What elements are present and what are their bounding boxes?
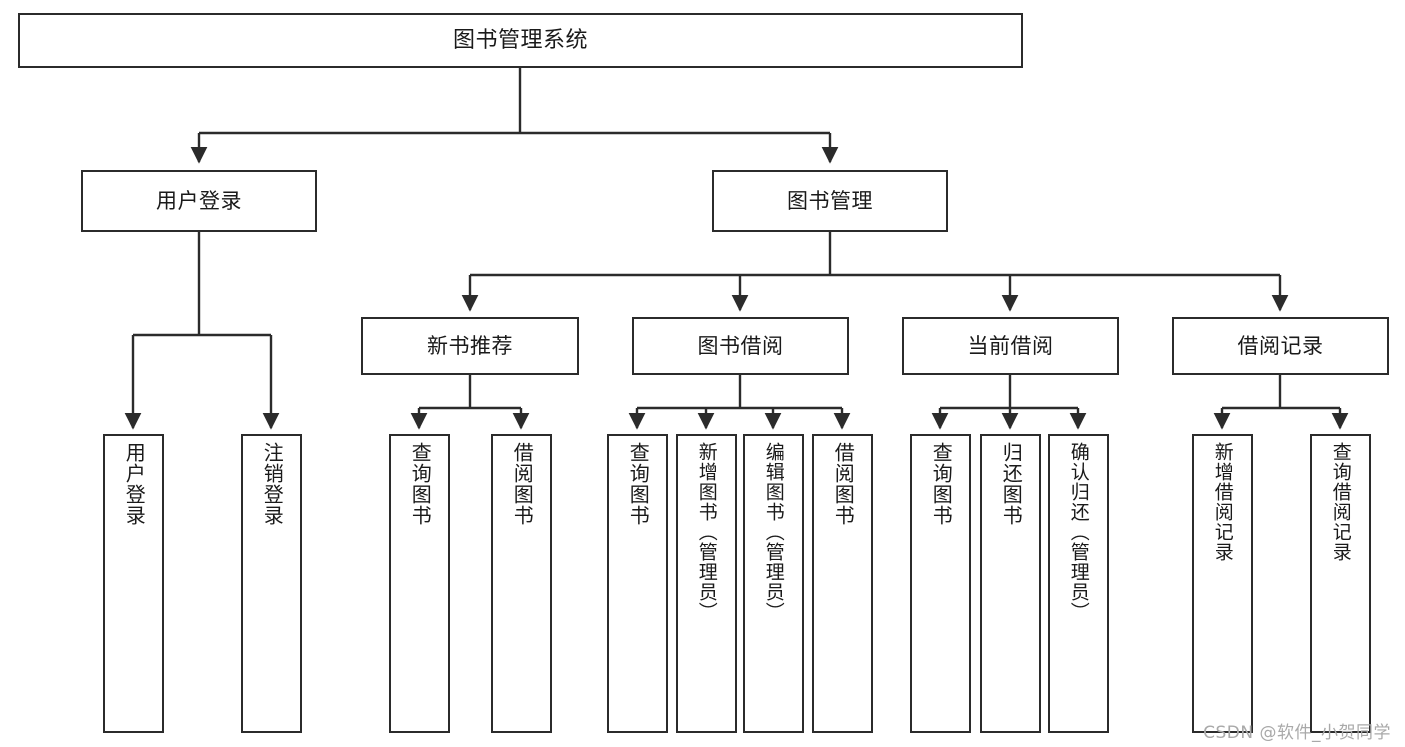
leaf-edit-book-admin[interactable]: 编辑图书（管理员） (743, 434, 804, 733)
node-label: 归还图书 (999, 442, 1024, 526)
node-new-book-recommend[interactable]: 新书推荐 (361, 317, 579, 375)
leaf-borrow-book[interactable]: 借阅图书 (812, 434, 873, 733)
leaf-user-login[interactable]: 用户登录 (103, 434, 164, 733)
node-user-login[interactable]: 用户登录 (81, 170, 317, 232)
node-label: 新书推荐 (427, 333, 513, 358)
node-label: 查询借阅记录 (1329, 442, 1352, 562)
node-label: 当前借阅 (967, 333, 1054, 358)
node-label: 注销登录 (260, 442, 285, 526)
node-root-book-management-system[interactable]: 图书管理系统 (18, 13, 1023, 68)
node-borrow-record[interactable]: 借阅记录 (1172, 317, 1389, 375)
node-label: 编辑图书（管理员） (762, 442, 785, 622)
node-label: 图书管理系统 (452, 27, 588, 53)
watermark: CSDN @软件_小贺同学 (1203, 723, 1391, 743)
node-label: 借阅记录 (1237, 333, 1324, 358)
leaf-confirm-return-admin[interactable]: 确认归还（管理员） (1048, 434, 1109, 733)
leaf-add-borrow-record[interactable]: 新增借阅记录 (1192, 434, 1253, 733)
node-label: 确认归还（管理员） (1067, 442, 1090, 622)
leaf-query-book-borrow[interactable]: 查询图书 (607, 434, 668, 733)
leaf-return-book[interactable]: 归还图书 (980, 434, 1041, 733)
node-label: 查询图书 (408, 442, 433, 526)
node-label: 图书借阅 (697, 333, 784, 358)
node-label: 新增图书（管理员） (695, 442, 718, 622)
node-label: 查询图书 (626, 442, 651, 526)
leaf-query-book-current[interactable]: 查询图书 (910, 434, 971, 733)
node-book-borrow[interactable]: 图书借阅 (632, 317, 849, 375)
leaf-query-book-recommend[interactable]: 查询图书 (389, 434, 450, 733)
node-label: 借阅图书 (831, 442, 856, 526)
leaf-query-borrow-record[interactable]: 查询借阅记录 (1310, 434, 1371, 733)
leaf-add-book-admin[interactable]: 新增图书（管理员） (676, 434, 737, 733)
node-label: 用户登录 (122, 442, 147, 526)
node-label: 查询图书 (929, 442, 954, 526)
leaf-logout-login[interactable]: 注销登录 (241, 434, 302, 733)
node-current-borrow[interactable]: 当前借阅 (902, 317, 1119, 375)
leaf-borrow-book-recommend[interactable]: 借阅图书 (491, 434, 552, 733)
node-label: 借阅图书 (510, 442, 535, 526)
node-label: 新增借阅记录 (1211, 442, 1234, 562)
node-label: 图书管理 (787, 188, 873, 213)
node-book-management[interactable]: 图书管理 (712, 170, 948, 232)
node-label: 用户登录 (156, 188, 242, 213)
